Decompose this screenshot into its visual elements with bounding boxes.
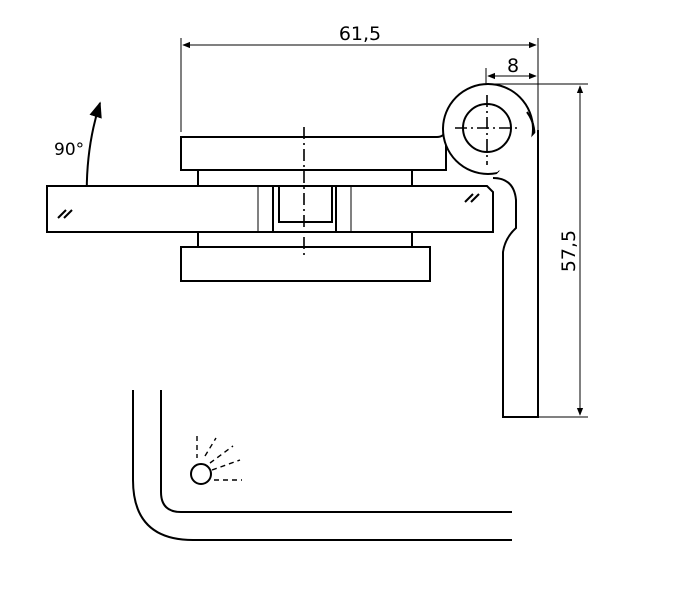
bolt-head bbox=[278, 185, 333, 223]
light-ray-3 bbox=[209, 445, 234, 464]
light-ray-4 bbox=[211, 459, 241, 471]
bottom-spacer bbox=[197, 231, 413, 248]
vertical-hinge-leaf bbox=[492, 130, 539, 418]
bottom-clamp-plate bbox=[180, 246, 431, 282]
top-spacer bbox=[197, 169, 413, 187]
hatch-left-2 bbox=[63, 209, 73, 219]
light-bulb bbox=[190, 463, 212, 485]
hatch-left-1 bbox=[57, 209, 67, 219]
hatch-right-1 bbox=[464, 193, 474, 203]
dimension-width: 61,5 bbox=[180, 23, 539, 132]
width-dimension-label: 61,5 bbox=[339, 23, 381, 45]
cabinet-corner bbox=[132, 390, 512, 541]
offset-dimension-label: 8 bbox=[507, 55, 519, 77]
rotation-angle-label: 90° bbox=[54, 140, 84, 160]
cabinet-inner-edge bbox=[160, 390, 512, 513]
hatch-right-2 bbox=[470, 193, 480, 203]
height-dimension-label: 57,5 bbox=[558, 230, 580, 272]
light-ray-2 bbox=[204, 437, 217, 457]
glass-hatch-icon bbox=[57, 193, 480, 219]
light-source-icon bbox=[190, 436, 242, 485]
hinge-assembly bbox=[46, 83, 539, 418]
top-clamp-plate bbox=[180, 129, 447, 171]
cabinet-outer-edge bbox=[132, 390, 512, 541]
dimension-height: 57,5 bbox=[486, 83, 588, 418]
glass-panel-horizontal bbox=[46, 185, 494, 233]
dimension-offset: 8 bbox=[485, 55, 537, 88]
